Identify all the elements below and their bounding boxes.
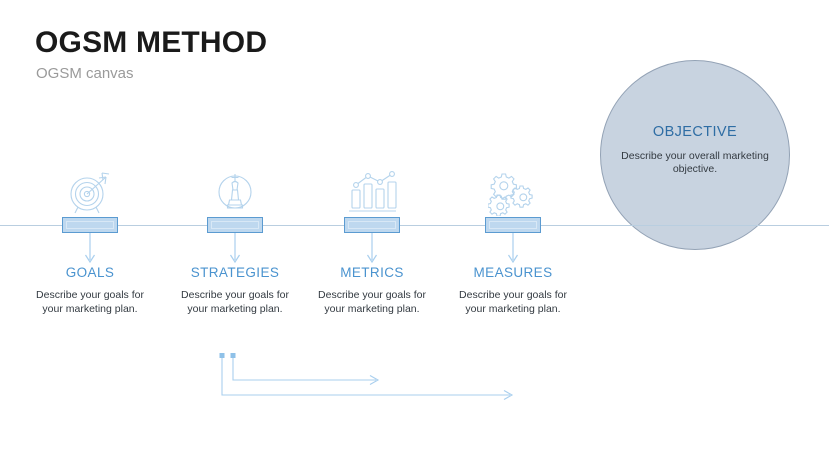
- pillar-measures[interactable]: MEASURES Describe your goals for your ma…: [443, 0, 583, 340]
- objective-title: OBJECTIVE: [652, 124, 738, 140]
- chess-king-icon: [165, 168, 305, 216]
- down-arrow-icon: [165, 233, 305, 265]
- timeline-axis: [0, 225, 829, 226]
- pillar-description-measures: Describe your goals for your marketing p…: [459, 289, 567, 315]
- connector-start-dot: [219, 353, 225, 358]
- gears-icon: [443, 168, 583, 216]
- target-arrow-icon: [20, 168, 160, 216]
- pillar-description-goals: Describe your goals for your marketing p…: [36, 289, 144, 315]
- axis-block-metrics[interactable]: [344, 217, 400, 233]
- objective-description: Describe your overall marketing objectiv…: [621, 150, 769, 175]
- pillar-description-metrics: Describe your goals for your marketing p…: [318, 289, 426, 315]
- axis-block-strategies[interactable]: [207, 217, 263, 233]
- down-arrow-icon: [302, 233, 442, 265]
- connector-start-dot: [230, 353, 236, 358]
- pillar-goals[interactable]: GOALS Describe your goals for your marke…: [20, 0, 160, 340]
- pillar-label-metrics: METRICS: [340, 265, 404, 280]
- pillar-metrics[interactable]: METRICS Describe your goals for your mar…: [302, 0, 442, 340]
- objective-circle[interactable]: [600, 60, 790, 250]
- bar-chart-line-icon: [302, 168, 442, 216]
- pillar-description-strategies: Describe your goals for your marketing p…: [181, 289, 289, 315]
- down-arrow-icon: [443, 233, 583, 265]
- page-subtitle: OGSM canvas: [36, 65, 134, 82]
- pillar-label-measures: MEASURES: [473, 265, 553, 280]
- pillar-strategies[interactable]: STRATEGIES Describe your goals for your …: [165, 0, 305, 340]
- axis-block-goals[interactable]: [62, 217, 118, 233]
- down-arrow-icon: [20, 233, 160, 265]
- page-title: OGSM METHOD: [35, 26, 268, 59]
- pillar-label-goals: GOALS: [65, 265, 115, 280]
- flow-connectors: [210, 350, 530, 410]
- axis-block-measures[interactable]: [485, 217, 541, 233]
- pillar-label-strategies: STRATEGIES: [190, 265, 280, 280]
